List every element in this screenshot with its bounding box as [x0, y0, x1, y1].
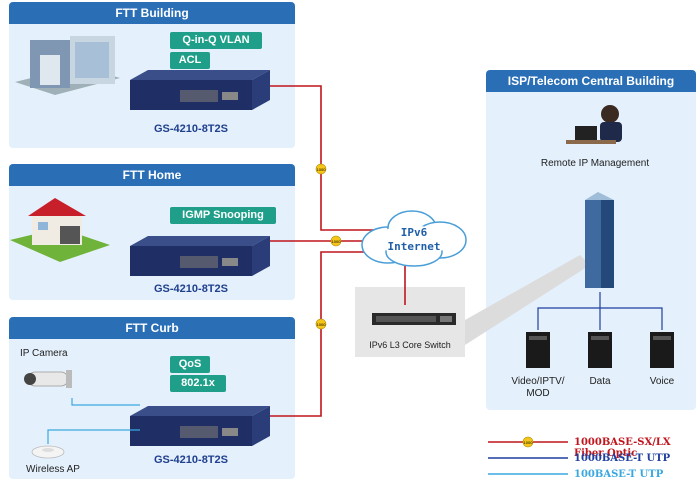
tag-igmp-snooping: IGMP Snooping	[170, 207, 276, 224]
tag-qinq-vlan: Q-in-Q VLAN	[170, 32, 262, 49]
internet-label-2: Internet	[388, 240, 441, 253]
core-switch-icon	[372, 313, 456, 325]
link-badge-building: 1000	[315, 163, 327, 175]
legend-1000t-label: 1000BASE-T UTP	[574, 453, 671, 464]
model-home: GS-4210-8T2S	[154, 283, 228, 295]
legend-fiber-label: 1000BASE-SX/LX Fiber Optic	[574, 437, 671, 459]
server-voice-label: Voice	[649, 376, 675, 387]
switch-home-icon	[130, 236, 270, 276]
server-data-icon	[588, 332, 612, 368]
ip-camera-icon	[24, 370, 72, 388]
legend-fiber-swatch: 1000	[488, 436, 568, 448]
wireless-ap-label: Wireless AP	[26, 464, 80, 475]
internet-cloud-icon	[361, 210, 467, 267]
model-curb: GS-4210-8T2S	[154, 454, 228, 466]
server-video-icon	[526, 332, 550, 368]
ip-camera-label: IP Camera	[20, 348, 68, 359]
tag-qos: QoS	[170, 356, 210, 373]
svg-text:1000: 1000	[524, 440, 534, 445]
ftt-building-title: FTT Building	[9, 2, 295, 24]
utp-ap-line	[47, 429, 140, 444]
svg-text:1000: 1000	[332, 239, 342, 244]
office-building-icon	[15, 36, 120, 95]
switch-building-icon	[130, 70, 270, 110]
fiber-curb-line	[268, 251, 388, 417]
ftt-home-title: FTT Home	[9, 164, 295, 186]
core-switch-label: IPv6 L3 Core Switch	[369, 340, 451, 350]
legend-100t-label: 100BASE-T UTP	[574, 469, 664, 480]
svg-text:1000: 1000	[317, 167, 327, 172]
tag-acl: ACL	[170, 52, 210, 69]
utp-camera-line	[71, 398, 140, 406]
server-data-label: Data	[589, 376, 611, 387]
server-video-label: Video/IPTV/ MOD	[511, 376, 565, 399]
svg-text:1000: 1000	[317, 322, 327, 327]
wireless-ap-icon	[31, 445, 65, 459]
core-to-isp-beam	[465, 255, 590, 345]
ftt-home-panel: FTT Home	[9, 164, 295, 300]
remote-management-icon	[566, 105, 622, 144]
isp-tower-icon	[585, 192, 614, 288]
remote-management-label: Remote IP Management	[540, 158, 650, 169]
server-voice-icon	[650, 332, 674, 368]
ftt-curb-title: FTT Curb	[9, 317, 295, 339]
link-badge-home: 1000	[330, 235, 342, 247]
isp-title: ISP/Telecom Central Building	[486, 70, 696, 92]
link-badge-curb: 1000	[315, 318, 327, 330]
fiber-building-line	[268, 85, 388, 231]
house-icon	[10, 198, 110, 262]
internet-label-1: IPv6	[401, 226, 428, 239]
tag-8021x: 802.1x	[170, 375, 226, 392]
model-building: GS-4210-8T2S	[154, 123, 228, 135]
switch-curb-icon	[130, 406, 270, 446]
